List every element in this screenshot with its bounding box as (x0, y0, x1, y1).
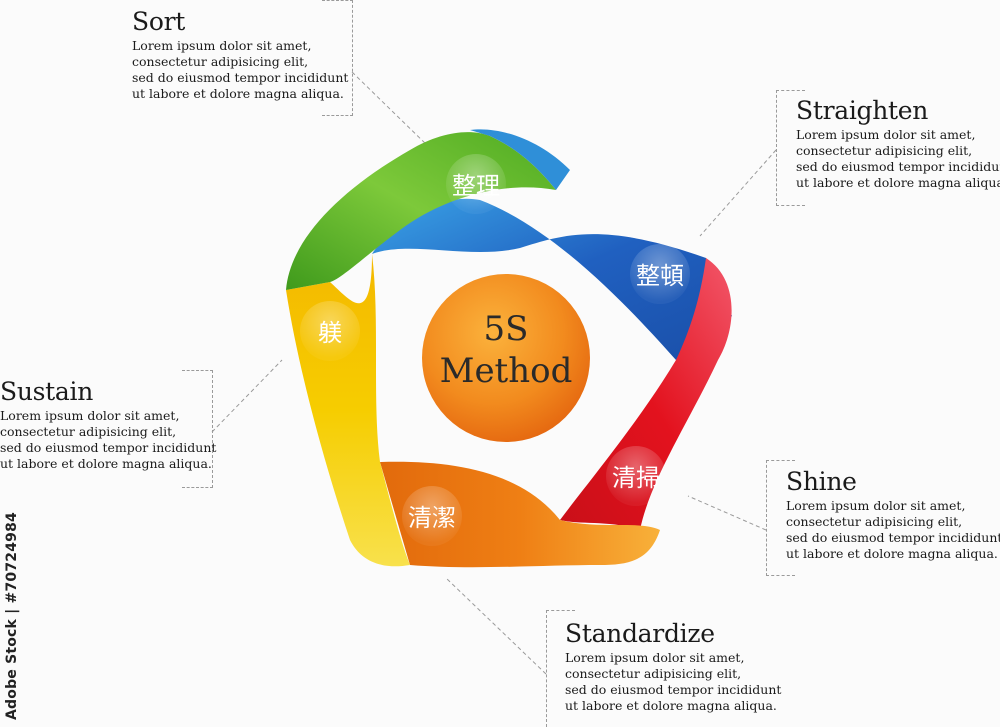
connector-sustain (211, 359, 283, 433)
bracket-standardize (546, 610, 575, 727)
connector-standardize (445, 577, 547, 675)
standardize-line-2: consectetur adipisicing elit, (565, 666, 742, 681)
kanji-sustain: 躾 (318, 319, 342, 347)
segment-straighten-band (372, 198, 732, 360)
connector-lines (211, 71, 777, 675)
sort-title: Sort (132, 7, 185, 36)
bracket-shine (766, 460, 795, 576)
label-sustain: Sustain Lorem ipsum dolor sit amet, cons… (0, 378, 216, 472)
kanji-sort: 整理 (452, 172, 500, 200)
standardize-line-3: sed do eiusmod tempor incididunt (565, 682, 782, 697)
sort-description: Lorem ipsum dolor sit amet, consectetur … (132, 38, 348, 102)
standardize-description: Lorem ipsum dolor sit amet, consectetur … (565, 650, 781, 714)
straighten-line-4: ut labore et dolore magna aliqua. (796, 175, 1000, 190)
sustain-description: Lorem ipsum dolor sit amet, consectetur … (0, 408, 216, 472)
straighten-line-3: sed do eiusmod tempor incididunt (796, 159, 1000, 174)
sustain-line-2: consectetur adipisicing elit, (0, 424, 177, 439)
label-sort: Sort Lorem ipsum dolor sit amet, consect… (132, 8, 348, 102)
sustain-line-4: ut labore et dolore magna aliqua. (0, 456, 212, 471)
segment-sustain-band (286, 254, 410, 567)
label-shine: Shine Lorem ipsum dolor sit amet, consec… (786, 468, 1000, 562)
sustain-line-3: sed do eiusmod tempor incididunt (0, 440, 217, 455)
segment-standardize-band (380, 461, 660, 568)
bracket-sustain (182, 370, 213, 488)
bubble-shine: 清掃 (606, 446, 666, 506)
sustain-line-1: Lorem ipsum dolor sit amet, (0, 408, 180, 423)
stock-watermark-text: Adobe Stock | #70724984 (4, 512, 20, 720)
segment-straighten-band-top (470, 129, 570, 190)
center-line2: Method (440, 351, 573, 391)
shine-line-2: consectetur adipisicing elit, (786, 514, 963, 529)
standardize-line-1: Lorem ipsum dolor sit amet, (565, 650, 745, 665)
bracket-straighten (776, 90, 805, 206)
sort-line-2: consectetur adipisicing elit, (132, 54, 309, 69)
bubble-straighten: 整頓 (630, 244, 690, 304)
bubble-standardize: 清潔 (402, 486, 462, 546)
label-straighten: Straighten Lorem ipsum dolor sit amet, c… (796, 97, 1000, 191)
label-standardize: Standardize Lorem ipsum dolor sit amet, … (565, 620, 781, 714)
sustain-title: Sustain (0, 377, 94, 406)
kanji-shine: 清掃 (612, 464, 660, 492)
kanji-bubbles: 整理 整頓 清掃 清潔 躾 (300, 154, 690, 546)
connector-shine (687, 495, 767, 531)
kanji-standardize: 清潔 (408, 504, 456, 532)
connector-sort (351, 71, 431, 149)
straighten-line-2: consectetur adipisicing elit, (796, 143, 973, 158)
standardize-line-4: ut labore et dolore magna aliqua. (565, 698, 777, 713)
shine-line-4: ut labore et dolore magna aliqua. (786, 546, 998, 561)
center-line1: 5S (484, 309, 529, 349)
straighten-line-1: Lorem ipsum dolor sit amet, (796, 127, 976, 142)
kanji-straighten: 整頓 (636, 262, 684, 290)
sort-line-1: Lorem ipsum dolor sit amet, (132, 38, 312, 53)
shine-title: Shine (786, 467, 857, 496)
shine-description: Lorem ipsum dolor sit amet, consectetur … (786, 498, 1000, 562)
standardize-title: Standardize (565, 619, 715, 648)
bubble-sort: 整理 (446, 154, 506, 214)
shine-line-3: sed do eiusmod tempor incididunt (786, 530, 1000, 545)
sort-line-3: sed do eiusmod tempor incididunt (132, 70, 349, 85)
sort-line-4: ut labore et dolore magna aliqua. (132, 86, 344, 101)
shine-line-1: Lorem ipsum dolor sit amet, (786, 498, 966, 513)
bubble-sustain: 躾 (300, 301, 360, 361)
connector-straighten (699, 149, 777, 237)
straighten-title: Straighten (796, 96, 929, 125)
center-circle: 5S Method (422, 274, 590, 442)
straighten-description: Lorem ipsum dolor sit amet, consectetur … (796, 127, 1000, 191)
bracket-sort (322, 0, 353, 116)
segment-sort-band (286, 132, 556, 290)
